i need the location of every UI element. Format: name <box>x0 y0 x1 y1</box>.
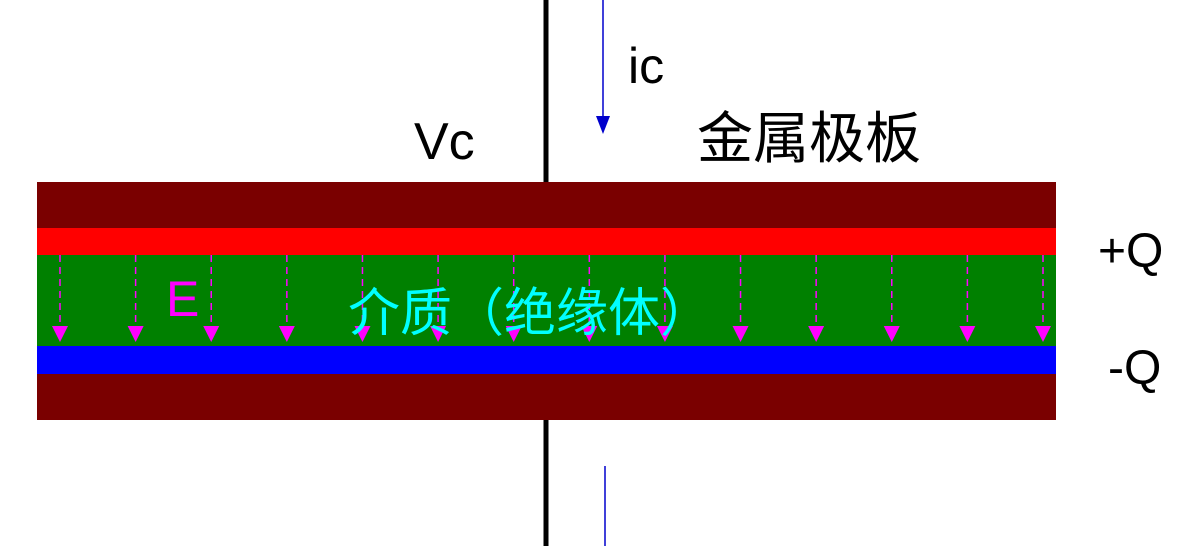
negative-charge-label: -Q <box>1108 342 1161 395</box>
negative-charge-layer <box>37 346 1056 374</box>
field-line-arrowhead <box>959 326 976 342</box>
field-line-arrowhead <box>430 326 447 342</box>
voltage-label: Vc <box>414 113 475 171</box>
current-arrow-top-head <box>596 116 610 134</box>
positive-charge-label: +Q <box>1098 225 1163 278</box>
field-line-arrowhead <box>278 326 295 342</box>
field-line-arrowhead <box>732 326 749 342</box>
dielectric-label: 介质（绝缘体） <box>348 284 712 344</box>
field-line-arrowhead <box>808 326 825 342</box>
field-line-arrowhead <box>354 326 371 342</box>
bottom-metal-plate <box>37 374 1056 420</box>
metal-plate-label: 金属极板 <box>697 107 921 172</box>
electric-field-lines <box>52 255 1051 342</box>
field-line-arrowhead <box>1035 326 1051 342</box>
field-line-arrowhead <box>203 326 220 342</box>
positive-charge-layer <box>37 228 1056 255</box>
field-line-arrowhead <box>883 326 900 342</box>
current-label: ic <box>628 38 664 94</box>
field-line-arrowhead <box>581 326 598 342</box>
field-line-arrowhead <box>656 326 673 342</box>
top-metal-plate <box>37 182 1056 228</box>
field-line-arrowhead <box>505 326 522 342</box>
field-line-arrowhead <box>127 326 144 342</box>
field-label: E <box>166 271 199 327</box>
field-line-arrowhead <box>52 326 68 342</box>
